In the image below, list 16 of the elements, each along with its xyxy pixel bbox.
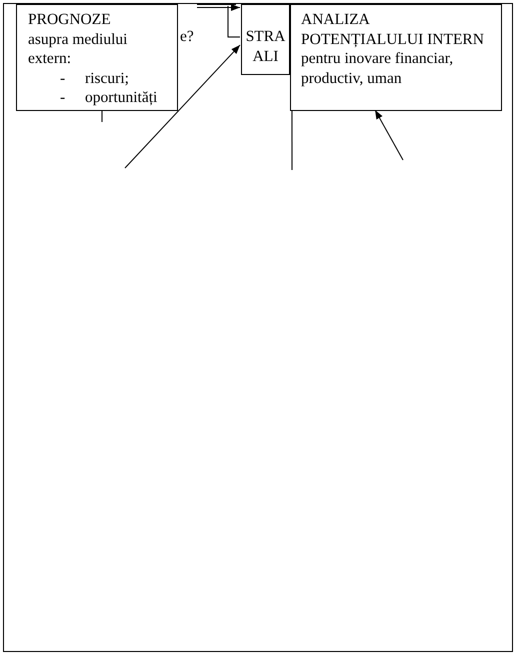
list-item: - oportunități — [59, 88, 158, 108]
box-text: pentru inovare financiar, productiv, uman — [301, 49, 454, 88]
arrow — [374, 110, 404, 160]
process-box — [290, 4, 502, 111]
arrow — [124, 44, 240, 168]
list-item: - riscuri; — [59, 68, 130, 88]
connector-line — [291, 110, 292, 170]
arrow — [196, 4, 240, 11]
process-box — [241, 4, 290, 75]
text-fragment: e? — [180, 27, 194, 46]
process-box — [16, 4, 178, 111]
box-text: STRA ALI — [244, 27, 286, 66]
box-heading: PROGNOZE — [28, 10, 112, 30]
outer-frame — [3, 3, 513, 652]
box-text: asupra mediului extern: — [28, 30, 128, 68]
connector-line — [228, 6, 240, 38]
